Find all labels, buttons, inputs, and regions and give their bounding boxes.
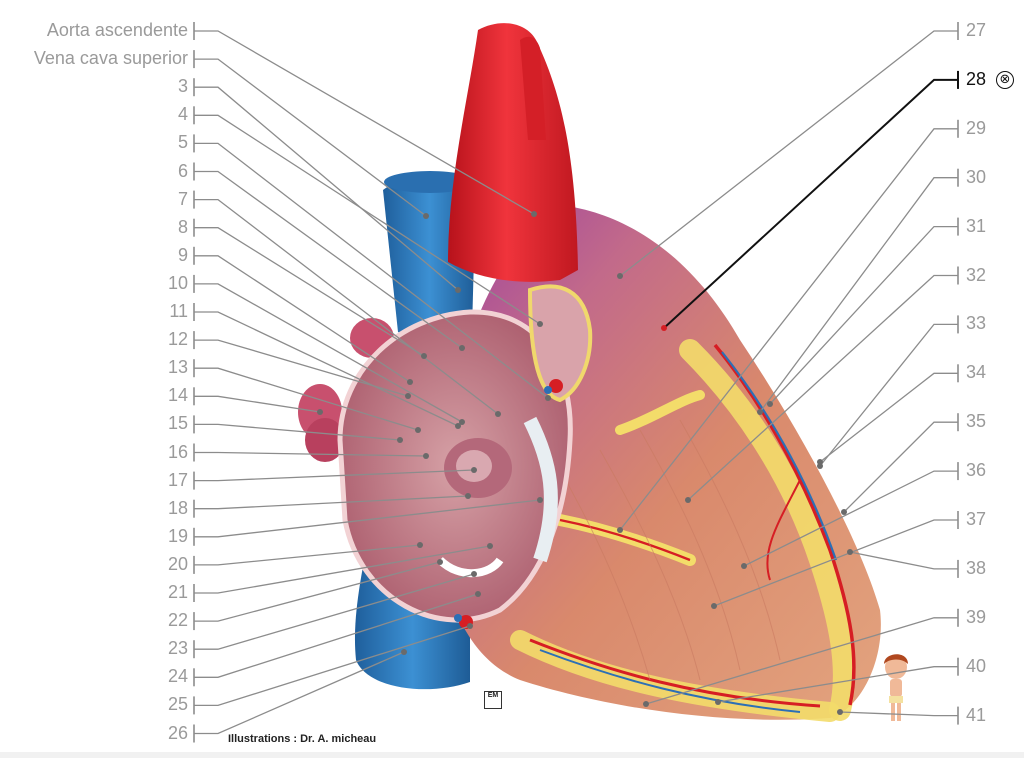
structure-label-left[interactable]: 7 <box>177 188 188 209</box>
leader-line-left <box>193 218 427 359</box>
structure-label-left[interactable]: 10 <box>167 272 188 293</box>
leader-line-left <box>193 649 407 743</box>
illustration-credit: Illustrations : Dr. A. micheau <box>228 733 377 745</box>
structure-label-left[interactable]: 8 <box>177 216 188 237</box>
structure-label-left[interactable]: 14 <box>167 385 188 406</box>
leader-line-left <box>193 493 471 518</box>
leader-line-left <box>193 542 423 574</box>
leader-line-right <box>711 511 959 609</box>
leader-line-right <box>817 364 959 465</box>
structure-label-left[interactable]: 13 <box>167 357 188 378</box>
bottom-strip <box>0 752 1024 758</box>
leader-line-left <box>193 274 465 425</box>
structure-label-left[interactable]: 9 <box>177 244 188 265</box>
structure-label-active[interactable]: 28 <box>966 68 987 89</box>
leader-line-left <box>193 246 413 385</box>
structure-label-right[interactable]: 31 <box>966 215 987 236</box>
leader-line-right <box>617 119 959 533</box>
leader-line-left <box>193 497 543 546</box>
child-figure <box>884 654 908 721</box>
leader-line-left <box>193 359 421 433</box>
structure-label-left[interactable]: 16 <box>167 441 188 462</box>
leader-line-left <box>193 443 429 462</box>
structure-label-left[interactable]: 4 <box>177 104 188 125</box>
structure-label-left[interactable]: 24 <box>167 666 188 687</box>
leader-line-left <box>193 50 429 219</box>
structure-label-right[interactable]: 37 <box>966 509 987 529</box>
structure-label-right[interactable]: 30 <box>966 166 987 187</box>
structure-label-right[interactable]: 33 <box>966 313 987 334</box>
leader-line-right <box>617 22 959 279</box>
structure-label-left[interactable]: 22 <box>167 610 188 631</box>
leader-line-right <box>847 549 959 578</box>
structure-label-left[interactable]: 20 <box>167 553 188 574</box>
structure-label-left[interactable]: 26 <box>167 722 188 743</box>
structure-label-left[interactable]: 23 <box>167 638 188 659</box>
structure-label-right[interactable]: 39 <box>966 606 987 627</box>
structure-label-left[interactable]: 11 <box>169 301 188 321</box>
leader-line-left <box>193 22 537 217</box>
structure-label-right[interactable]: 40 <box>966 655 987 676</box>
leader-line-right <box>661 70 959 331</box>
structure-label-left[interactable]: Aorta ascendente <box>46 20 188 40</box>
leader-line-right <box>767 217 959 407</box>
structure-label-right[interactable]: 36 <box>966 460 987 481</box>
structure-label-right[interactable]: 38 <box>966 557 987 578</box>
leader-line-left <box>193 559 443 631</box>
leader-line-left <box>193 78 461 293</box>
leader-line-left <box>193 415 403 443</box>
leader-line-left <box>193 134 551 401</box>
structure-label-right[interactable]: 29 <box>966 117 987 138</box>
structure-label-left[interactable]: 25 <box>167 694 188 715</box>
structure-label-left[interactable]: 19 <box>167 525 188 546</box>
structure-label-left[interactable]: 21 <box>167 582 188 602</box>
leader-line-right <box>715 657 959 705</box>
leader-line-left <box>193 162 465 351</box>
structure-label-right[interactable]: 35 <box>966 411 987 432</box>
leader-line-left <box>193 331 411 399</box>
leader-line-right <box>685 266 959 503</box>
leader-line-left <box>193 543 493 602</box>
publisher-logo: EM <box>484 691 502 709</box>
close-icon[interactable]: ⊗ <box>996 71 1014 89</box>
leader-line-left <box>193 106 543 327</box>
structure-label-left[interactable]: 18 <box>167 497 188 518</box>
ascending-aorta <box>448 23 578 282</box>
structure-label-left[interactable]: 3 <box>177 76 188 97</box>
leader-line-right <box>757 168 959 415</box>
leader-line-left <box>193 571 477 659</box>
leader-line-left <box>193 303 461 429</box>
leader-line-left <box>193 387 323 415</box>
leader-line-right <box>841 413 959 515</box>
leader-line-left <box>193 467 477 490</box>
structure-label-left[interactable]: 5 <box>177 132 188 153</box>
structure-label-right[interactable]: 27 <box>966 20 987 40</box>
structure-label-left[interactable]: 12 <box>167 329 188 350</box>
structure-label-left[interactable]: 6 <box>177 160 188 181</box>
structure-label-right[interactable]: 32 <box>966 264 987 285</box>
structure-label-left[interactable]: 15 <box>167 413 188 434</box>
structure-label-right[interactable]: 34 <box>966 362 987 383</box>
leader-line-left <box>193 591 481 687</box>
leader-line-right <box>643 608 959 707</box>
structure-label-left[interactable]: 17 <box>167 469 188 490</box>
structure-label-right[interactable]: 41 <box>966 704 987 725</box>
leader-line-right <box>817 315 959 469</box>
leader-line-left <box>193 190 501 417</box>
leader-line-left <box>193 623 473 715</box>
structure-label-left[interactable]: Vena cava superior <box>33 48 188 69</box>
leader-line-right <box>837 706 959 725</box>
leader-line-right <box>741 462 959 569</box>
